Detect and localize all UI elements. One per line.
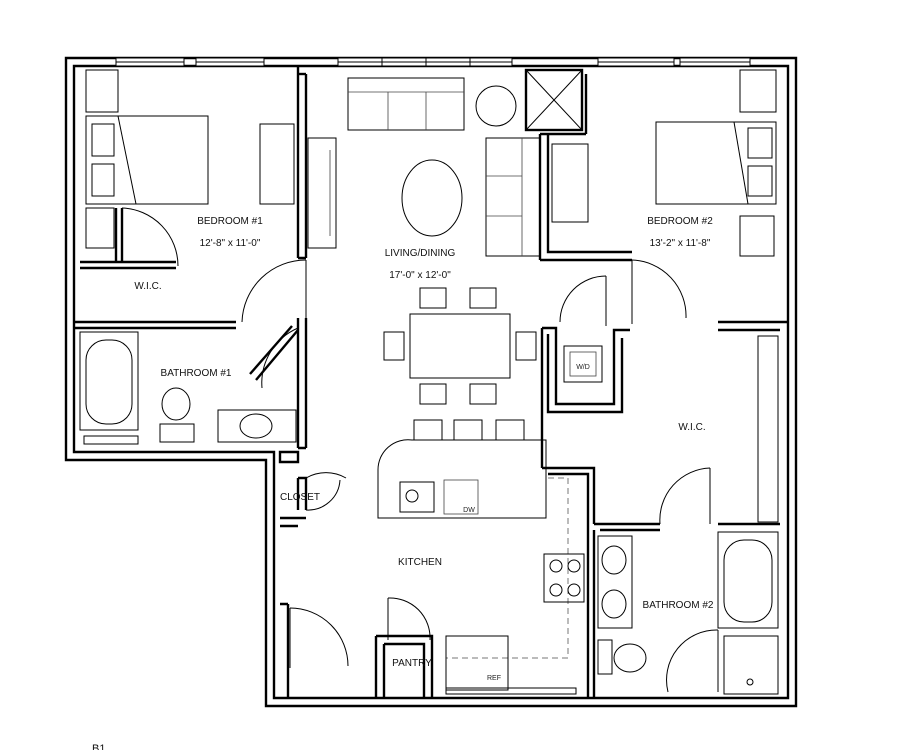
room-name-bathroom-2: BATHROOM #2 bbox=[643, 600, 714, 611]
room-name-kitchen: KITCHEN bbox=[398, 557, 442, 568]
windows bbox=[115, 57, 751, 67]
fixture-refrigerator: REF bbox=[487, 675, 501, 682]
room-name-wic-1: W.I.C. bbox=[134, 281, 161, 292]
washer-dryer bbox=[563, 345, 603, 383]
bedroom-1-furniture bbox=[85, 69, 295, 249]
bath-1-fixtures bbox=[79, 331, 297, 445]
room-name-bedroom-2: BEDROOM #2 bbox=[647, 216, 713, 227]
room-name-living: LIVING/DINING bbox=[385, 248, 456, 259]
fixture-dishwasher: DW bbox=[463, 507, 475, 514]
room-name-bathroom-1: BATHROOM #1 bbox=[161, 368, 232, 379]
bath-2-fixtures bbox=[597, 531, 779, 695]
dining-set bbox=[383, 287, 537, 441]
room-name-wic-2: W.I.C. bbox=[678, 422, 705, 433]
room-size-bedroom-2: 13'-2" x 11'-8" bbox=[650, 238, 711, 249]
room-name-pantry: PANTRY bbox=[392, 658, 432, 669]
kitchen-fixtures bbox=[377, 439, 585, 695]
room-size-bedroom-1: 12'-8" x 11'-0" bbox=[200, 238, 261, 249]
living-furniture bbox=[307, 77, 541, 257]
unit-label: B1 bbox=[92, 743, 105, 750]
room-name-closet: CLOSET bbox=[280, 492, 320, 503]
bedroom-2-furniture bbox=[551, 69, 777, 257]
doors bbox=[121, 207, 719, 693]
exterior-walls bbox=[64, 56, 798, 708]
fixture-washer-dryer: W/D bbox=[576, 364, 590, 371]
room-name-bedroom-1: BEDROOM #1 bbox=[197, 216, 263, 227]
room-size-living: 17'-0" x 12'-0" bbox=[389, 270, 451, 281]
